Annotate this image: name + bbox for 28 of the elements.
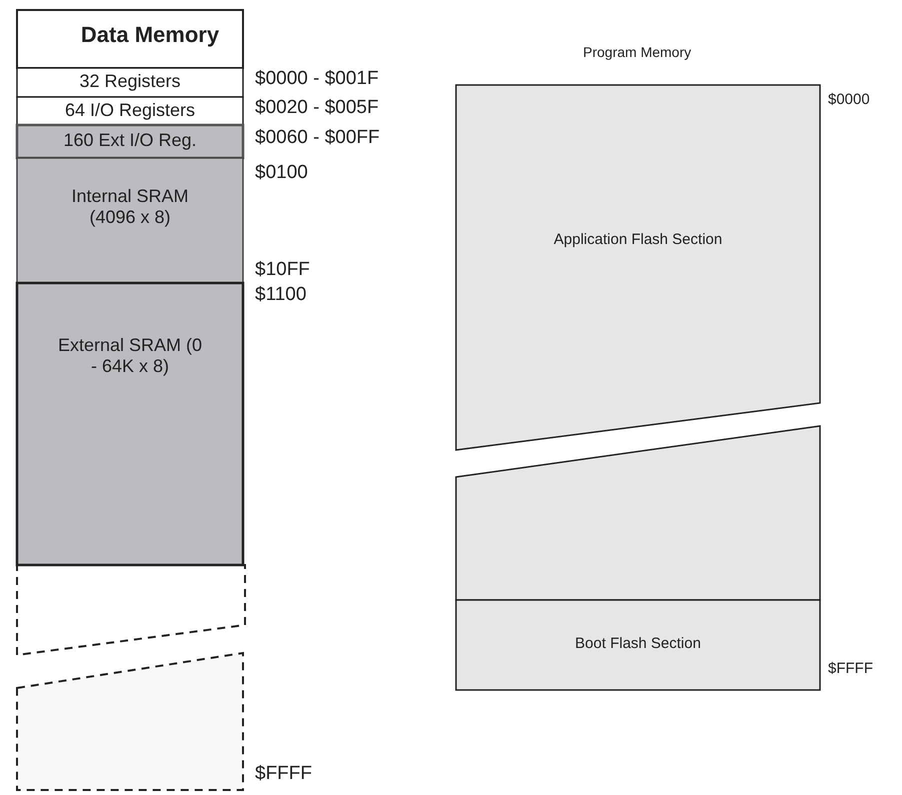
memory-title: Data Memory <box>80 22 220 48</box>
segment-label: 160 Ext I/O Reg. <box>62 130 198 151</box>
segment-label: Application Flash Section <box>552 231 724 248</box>
segment-label: 32 Registers <box>78 71 182 92</box>
address-label: $FFFF <box>828 660 873 677</box>
address-label: $0060 - $00FF <box>255 127 380 149</box>
flash-section <box>456 426 820 600</box>
segment-label: 64 I/O Registers <box>64 100 196 121</box>
segment-label: Boot Flash Section <box>574 635 702 652</box>
memory-segment <box>17 97 243 125</box>
flash-section <box>456 600 820 690</box>
memory-segment <box>17 125 243 158</box>
address-label: $10FF <box>255 259 310 281</box>
memory-title: Program Memory <box>583 44 692 60</box>
dashed-memory-region <box>17 565 245 655</box>
address-label: $0020 - $005F <box>255 97 379 119</box>
header-cell <box>17 10 243 68</box>
segment-label: Internal SRAM (4096 x 8) <box>70 186 190 228</box>
address-label: $0000 <box>828 91 870 108</box>
address-label: $0000 - $001F <box>255 68 379 90</box>
address-label: $FFFF <box>255 763 312 785</box>
segment-label: External SRAM (0 - 64K x 8) <box>56 335 204 376</box>
memory-segment <box>17 283 243 565</box>
address-label: $1100 <box>255 284 306 306</box>
memory-segment <box>17 158 243 283</box>
address-label: $0100 <box>255 162 308 184</box>
dashed-memory-region <box>17 653 243 790</box>
memory-segment <box>17 68 243 97</box>
